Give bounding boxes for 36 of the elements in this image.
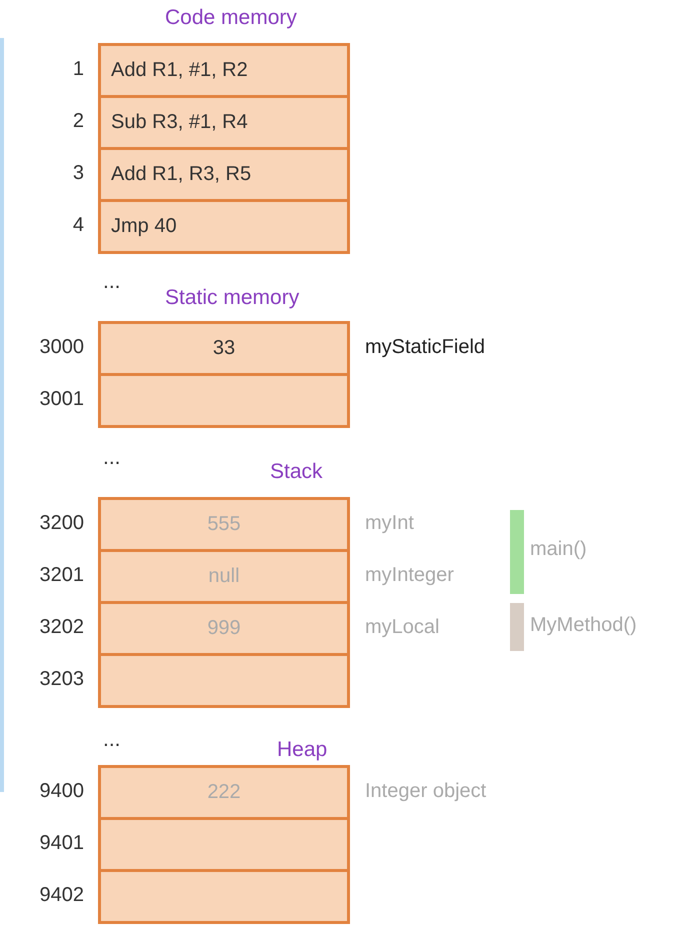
section-title: Static memory — [165, 286, 300, 310]
cell-value: 555 — [206, 512, 242, 537]
variable-label: Integer object — [365, 780, 486, 803]
ellipsis: ... — [103, 270, 121, 294]
ellipsis: ... — [103, 728, 121, 752]
address-label: 9401 — [40, 832, 84, 855]
section-title: Heap — [277, 738, 328, 762]
address-label: 3202 — [40, 616, 84, 639]
address-label: 9400 — [40, 780, 84, 803]
frame-label: main() — [530, 538, 587, 561]
variable-label: myInteger — [365, 564, 454, 587]
address-label: 4 — [72, 214, 84, 237]
variable-label: myLocal — [365, 616, 440, 639]
address-label: 2 — [72, 110, 84, 133]
cell-value: Add R1, #1, R2 — [110, 58, 249, 83]
address-label: 3201 — [40, 564, 84, 587]
address-label: 3001 — [40, 388, 84, 411]
cell-value: Add R1, R3, R5 — [110, 162, 252, 187]
variable-label: myStaticField — [365, 336, 486, 359]
address-label: 3203 — [40, 668, 84, 691]
address-label: 9402 — [40, 884, 84, 907]
address-label: 3200 — [40, 512, 84, 535]
ellipsis: ... — [103, 446, 121, 470]
address-label: 1 — [72, 58, 84, 81]
cell-value: null — [207, 564, 241, 589]
cell-value: Jmp 40 — [110, 214, 178, 239]
address-label: 3000 — [40, 336, 84, 359]
cell-value: 222 — [206, 780, 242, 805]
variable-label: myInt — [365, 512, 414, 535]
cell-value: Sub R3, #1, R4 — [110, 110, 249, 135]
frame-label: MyMethod() — [530, 614, 637, 637]
cell-value: 999 — [206, 616, 242, 641]
section-title: Code memory — [165, 6, 297, 30]
cell-value: 33 — [212, 336, 236, 361]
section-title: Stack — [270, 460, 323, 484]
address-label: 3 — [72, 162, 84, 185]
